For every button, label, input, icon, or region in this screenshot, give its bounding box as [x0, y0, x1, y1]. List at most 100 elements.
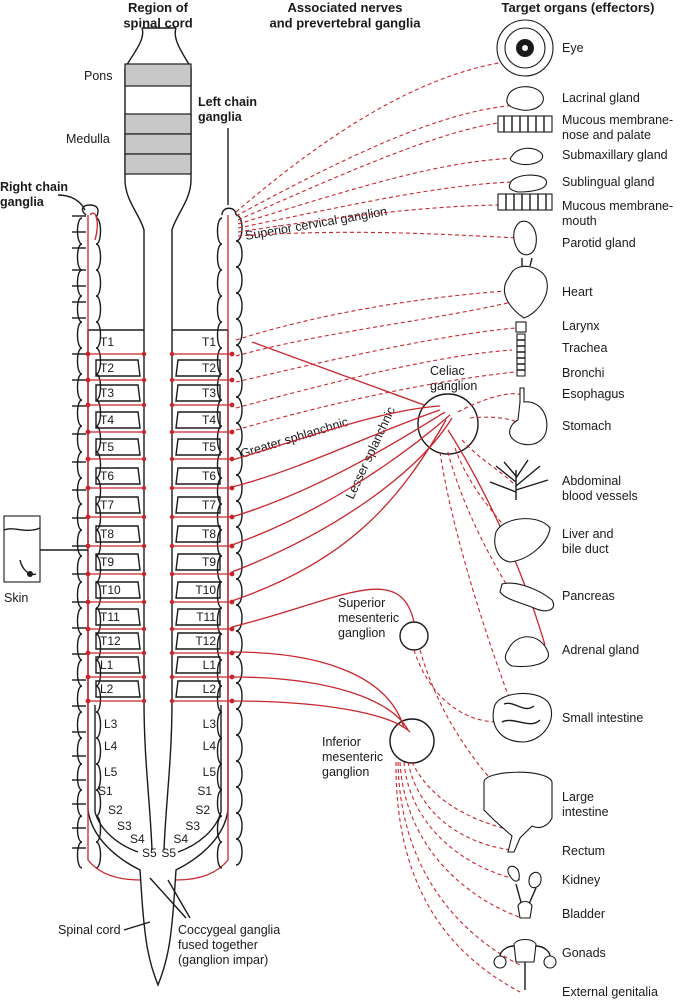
pancreas-drawing — [499, 582, 554, 612]
synapse-dot — [169, 402, 175, 408]
organ-label-heart: Heart — [562, 285, 593, 299]
synapse-dot — [85, 402, 91, 408]
synapse-dot — [85, 571, 91, 577]
segment-label-left: T5 — [100, 440, 114, 454]
segment-box-right-T12 — [175, 632, 221, 650]
coccygeal-pointer-1 — [149, 877, 187, 919]
submaxillary-drawing — [509, 147, 544, 166]
medulla-band-3 — [124, 153, 192, 175]
segment-box-left-T12 — [95, 632, 141, 650]
segment-label-right: T7 — [202, 498, 216, 512]
synapse-dot — [169, 514, 175, 520]
organ-label-eye: Eye — [562, 41, 584, 55]
segment-label-left: T9 — [100, 555, 114, 569]
segment-label-left: L3 — [104, 717, 118, 731]
segment-label-left: S4 — [130, 832, 145, 846]
synapse-dot — [85, 429, 91, 435]
mucous-mouth-drawing — [497, 193, 553, 211]
skin-label: Skin — [4, 591, 28, 605]
synapse-dot — [229, 377, 235, 383]
synapse-dot — [141, 599, 147, 605]
organ-label-genitalia: External genitalia — [562, 985, 658, 999]
segment-label-left: T6 — [100, 469, 114, 483]
right-spinal-nerve-ticks — [72, 215, 223, 869]
segment-label-left: L5 — [104, 765, 118, 779]
spinal-cord-pointer — [123, 921, 151, 931]
segment-label-left: L2 — [100, 682, 114, 696]
coccygeal-pointer-2 — [167, 879, 191, 919]
segment-label-left: S2 — [108, 803, 123, 817]
synapse-dot — [141, 456, 147, 462]
segment-label-right: S3 — [185, 819, 200, 833]
segment-box-right-T7 — [175, 496, 221, 514]
segment-label-right: S5 — [161, 846, 176, 860]
synapse-dot — [169, 571, 175, 577]
organ-label-lacrimal: Lacrinal gland — [562, 91, 640, 105]
synapse-dot — [169, 599, 175, 605]
segment-label-right: S1 — [197, 784, 212, 798]
synapse-dot — [169, 674, 175, 680]
synapse-dot — [141, 351, 147, 357]
segments-left: T1T2T3T4T5T6T7T8T9T10T11T12L1L2L3L4L5S1S… — [95, 335, 157, 860]
segment-label-right: T12 — [195, 634, 216, 648]
segment-box-left-T4 — [95, 411, 141, 429]
synapse-dot — [85, 351, 91, 357]
header-targets: Target organs (effectors) — [502, 0, 655, 15]
synapse-dot — [229, 429, 235, 435]
synapse-dot — [141, 698, 147, 704]
segment-label-right: L5 — [203, 765, 217, 779]
segment-label-left: T2 — [100, 361, 114, 375]
medulla-band-2 — [124, 133, 192, 155]
lacrimal-drawing — [506, 86, 544, 111]
sublingual-drawing — [508, 174, 547, 193]
organ-label-sublingual: Sublingual gland — [562, 175, 654, 189]
synapse-dot — [169, 543, 175, 549]
segment-label-left: T11 — [100, 610, 120, 624]
synapse-dot — [141, 402, 147, 408]
synapse-dot — [141, 650, 147, 656]
synapse-dot — [169, 650, 175, 656]
segment-box-right-T5 — [175, 438, 221, 456]
synapse-dot — [85, 485, 91, 491]
segment-label-left: T3 — [100, 386, 114, 400]
synapse-dot — [85, 698, 91, 704]
synapse-dot — [141, 543, 147, 549]
airway-drawing — [515, 321, 527, 377]
synapse-dot — [169, 456, 175, 462]
abdominal-vessels-drawing — [489, 459, 549, 500]
segment-box-left-L1 — [95, 656, 141, 674]
segment-box-left-T9 — [95, 553, 141, 571]
parotid-drawing — [513, 220, 537, 256]
segment-box-right-L2 — [175, 680, 221, 698]
superior-cervical-label: Superior cervical ganglion — [244, 204, 388, 243]
segment-label-right: L3 — [203, 717, 217, 731]
large-intestine-drawing — [483, 771, 553, 853]
kidney-bladder-drawing — [507, 865, 542, 919]
pons-band — [124, 63, 192, 87]
segment-box-left-L2 — [95, 680, 141, 698]
superior-mesenteric-ganglion — [399, 621, 429, 651]
segment-box-right-T6 — [175, 467, 221, 485]
synapse-dot — [85, 599, 91, 605]
synapse-dot — [229, 351, 235, 357]
pons-label: Pons — [84, 69, 113, 83]
segment-label-left: L1 — [100, 658, 114, 672]
segment-label-left: T1 — [100, 335, 114, 349]
organ-label-kidney: Kidney — [562, 873, 601, 887]
segment-box-right-T11 — [175, 608, 221, 626]
synapse-dot — [141, 674, 147, 680]
stomach-drawing — [509, 387, 548, 446]
skin-drawing — [3, 515, 88, 583]
segments-right: T1T2T3T4T5T6T7T8T9T10T11T12L1L2L3L4L5S1S… — [161, 335, 221, 860]
organ-label-stomach: Stomach — [562, 419, 611, 433]
heart-drawing — [504, 257, 548, 319]
organ-label-mucous-nose: Mucous membrane-nose and palate — [562, 113, 673, 142]
segment-box-left-T2 — [95, 359, 141, 377]
